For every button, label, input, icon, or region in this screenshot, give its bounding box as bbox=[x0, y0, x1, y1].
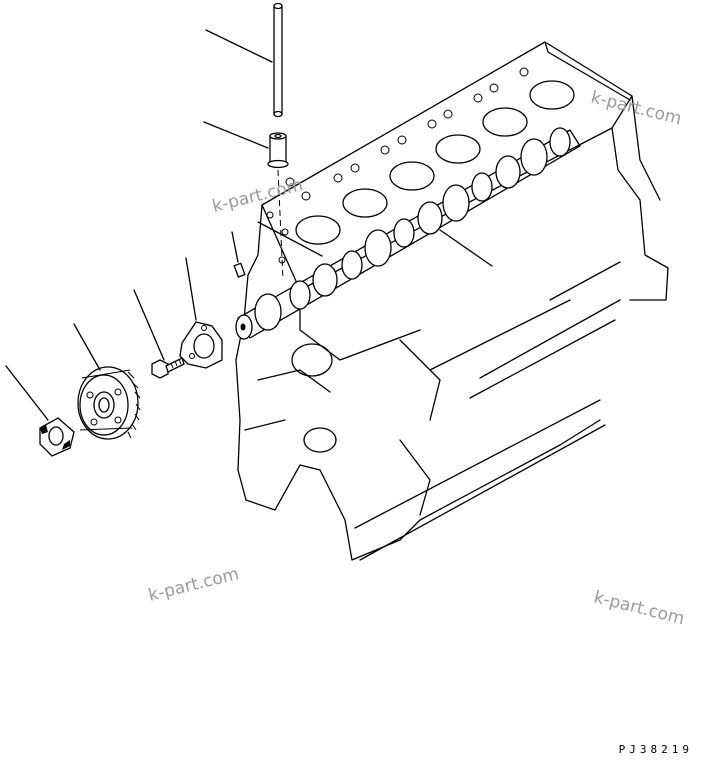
watermark-3: k-part.com bbox=[146, 564, 241, 606]
washer bbox=[39, 417, 75, 457]
watermark-1: k-part.com bbox=[589, 87, 684, 129]
drawing-code: PJ38219 bbox=[618, 743, 693, 756]
thrust-plate bbox=[179, 321, 223, 369]
dowel-pin bbox=[233, 262, 246, 278]
push-rod bbox=[273, 2, 283, 118]
cylinder-block bbox=[235, 41, 669, 561]
watermark-2: k-part.com bbox=[210, 175, 305, 217]
camshaft bbox=[235, 127, 581, 340]
leader-lines bbox=[5, 29, 493, 421]
cam-gear bbox=[77, 366, 141, 440]
watermark-4: k-part.com bbox=[592, 587, 687, 629]
tappet bbox=[267, 132, 289, 281]
bolt bbox=[151, 357, 185, 379]
